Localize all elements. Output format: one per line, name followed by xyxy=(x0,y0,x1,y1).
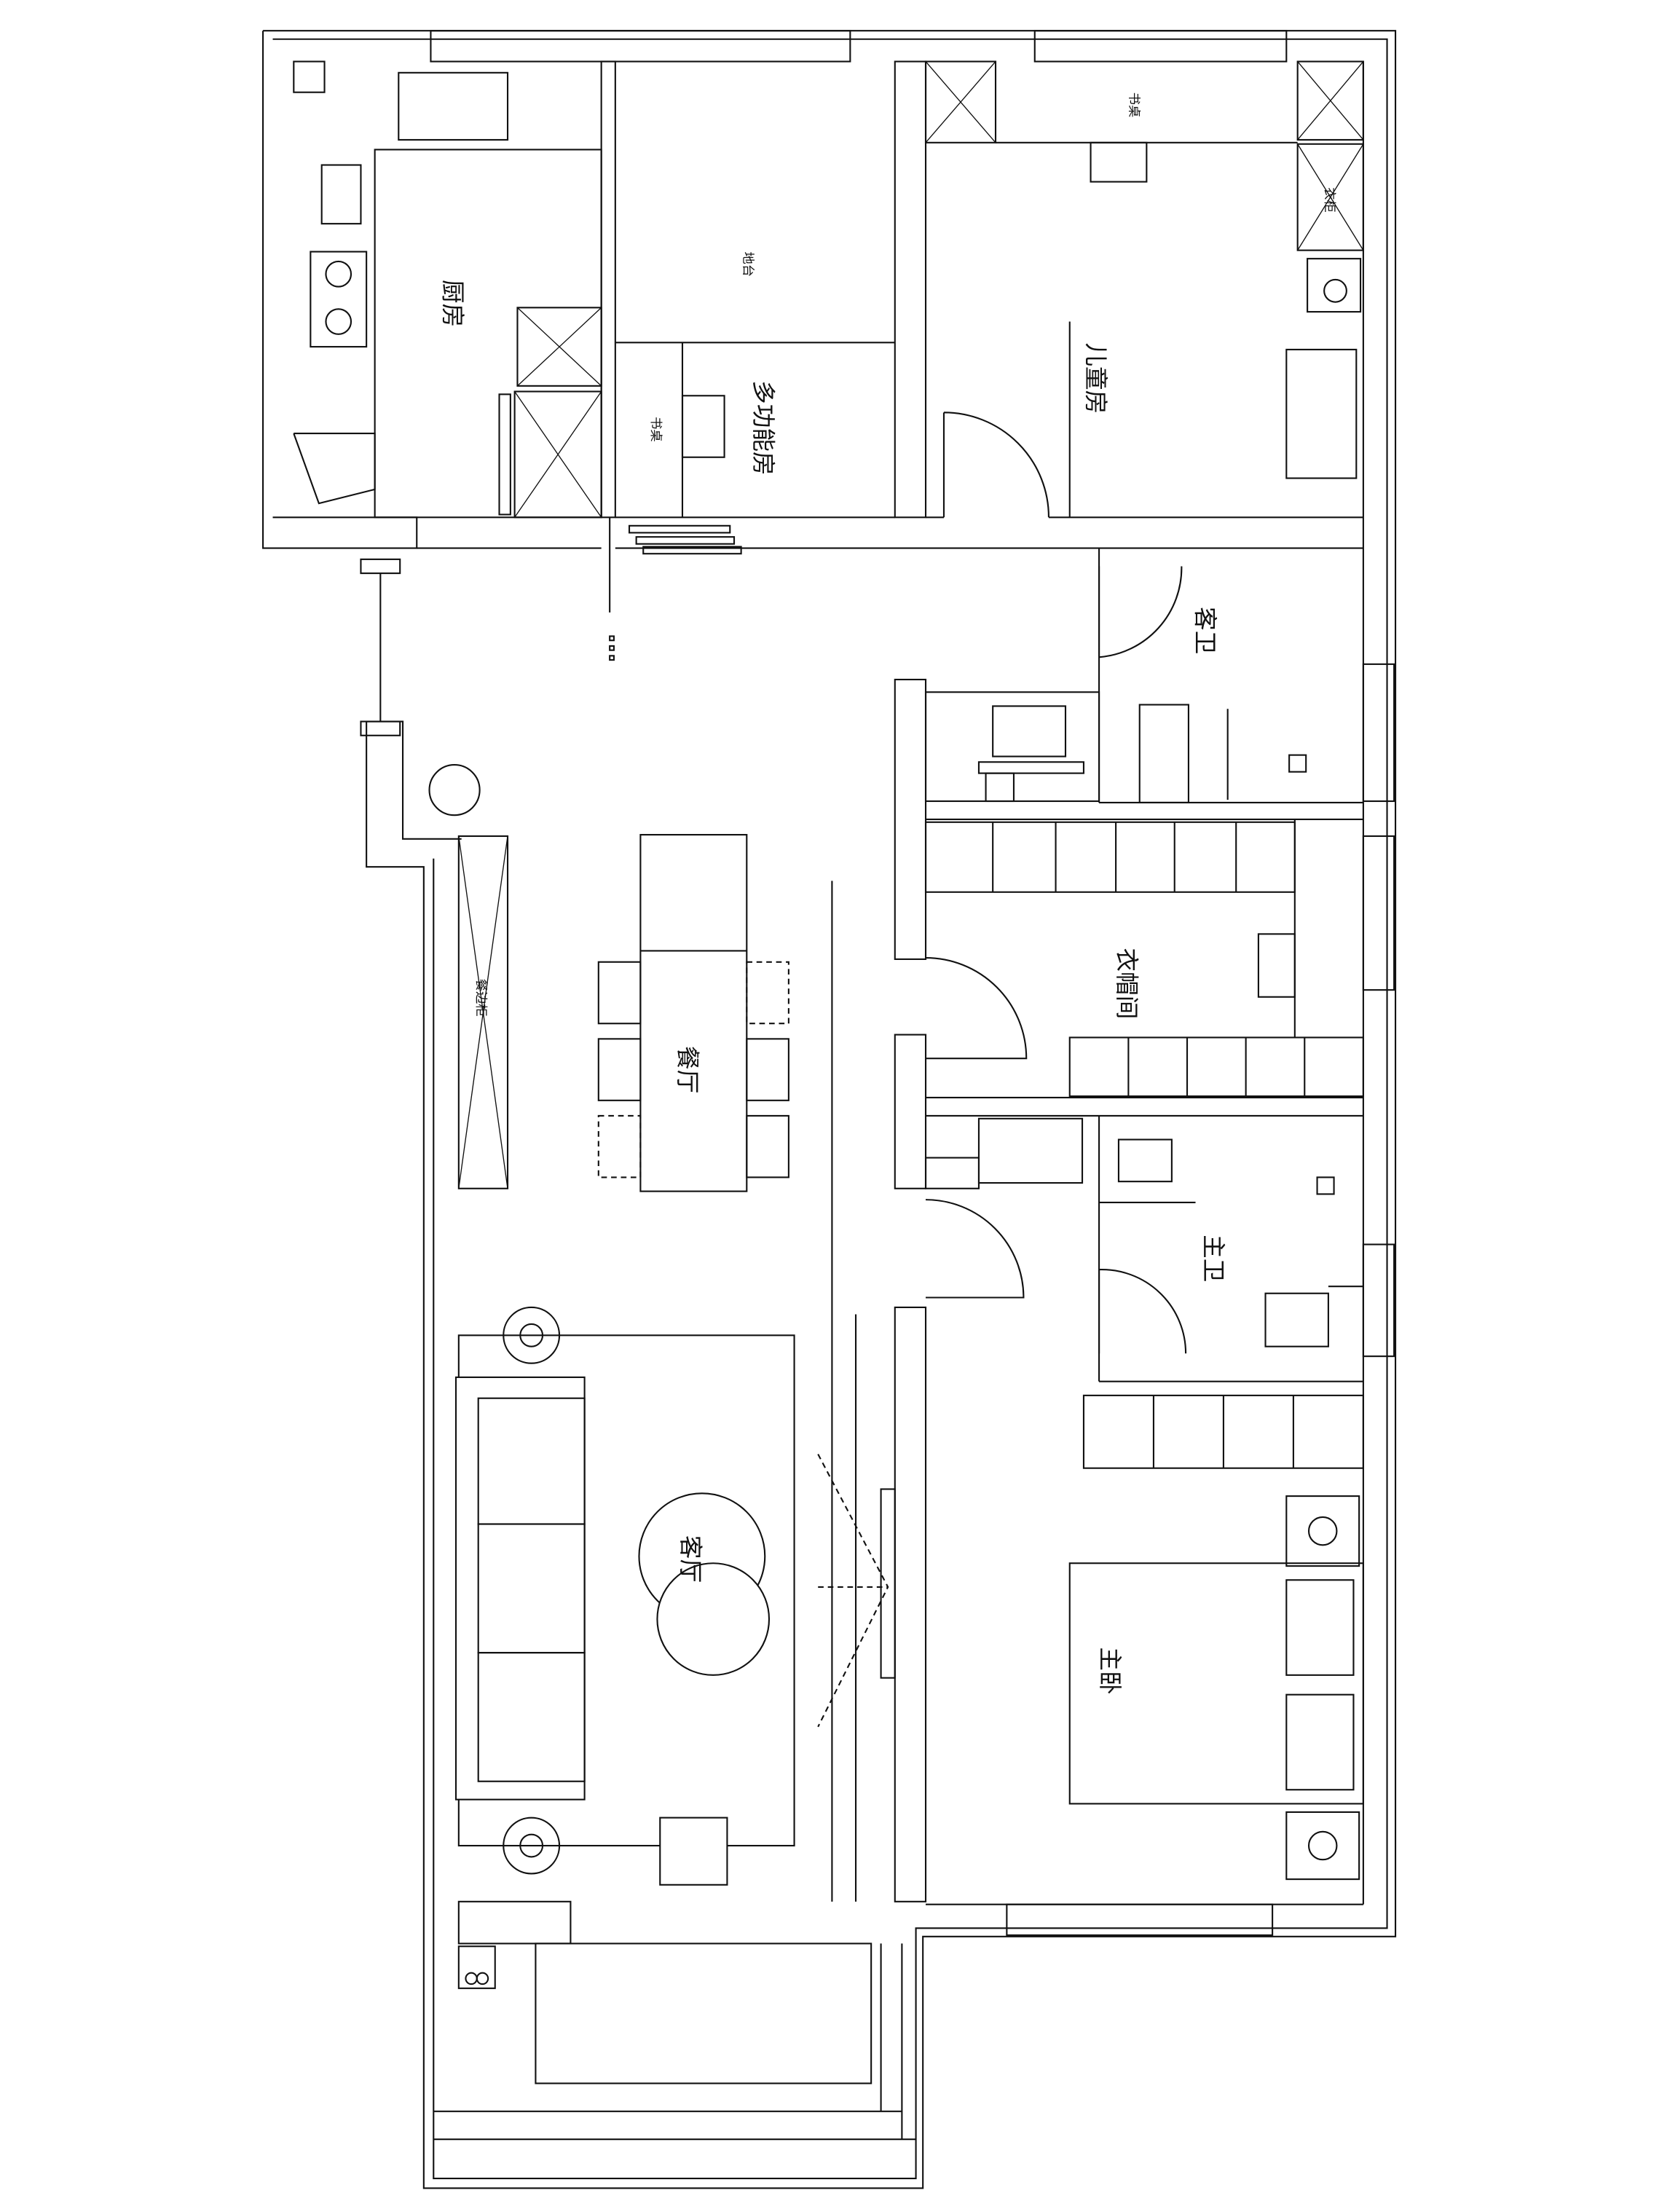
cloakroom-fixtures xyxy=(924,819,1364,1098)
drain-rack-icon xyxy=(320,164,362,225)
room-labels: 厨房 地台 多功能房 书桌 书桌 衣柜 儿童房 客卫 衣帽间 餐边柜 餐厅 主卫… xyxy=(439,93,1336,1695)
child-room-fixtures xyxy=(924,60,1364,518)
multi-room-fixtures xyxy=(609,342,742,661)
kitchen-fixtures xyxy=(293,60,602,519)
label-dining: 餐厅 xyxy=(674,1046,701,1093)
guest-bath-fixtures xyxy=(924,566,1307,803)
label-master-bed: 主卧 xyxy=(1096,1647,1124,1694)
fridge xyxy=(513,390,602,519)
label-kitchen: 厨房 xyxy=(439,280,467,327)
label-platform: 地台 xyxy=(740,252,755,278)
label-master-bath: 主卫 xyxy=(1200,1235,1227,1282)
label-wardrobe-child: 衣柜 xyxy=(1322,187,1336,213)
exterior-walls xyxy=(262,30,1397,2189)
dining-fixtures xyxy=(428,764,789,1192)
stove-icon xyxy=(310,251,368,348)
dining-table xyxy=(639,834,748,1192)
label-multi-room: 多功能房 xyxy=(749,380,777,475)
label-child-room: 儿童房 xyxy=(1082,342,1110,414)
label-guest-bath: 客卫 xyxy=(1191,607,1218,654)
label-cloakroom: 衣帽间 xyxy=(1113,948,1141,1020)
meter-icon xyxy=(293,60,326,93)
living-fixtures xyxy=(433,1306,916,2141)
label-living: 客厅 xyxy=(677,1535,704,1583)
master-bath-fixtures xyxy=(924,1117,1363,1354)
label-sideboard: 餐边柜 xyxy=(473,979,488,1017)
sink-icon xyxy=(398,71,509,141)
label-desk-child: 书桌 xyxy=(1126,93,1141,118)
master-bed-fixtures xyxy=(817,1394,1364,1881)
label-desk-multi: 书桌 xyxy=(648,417,663,442)
